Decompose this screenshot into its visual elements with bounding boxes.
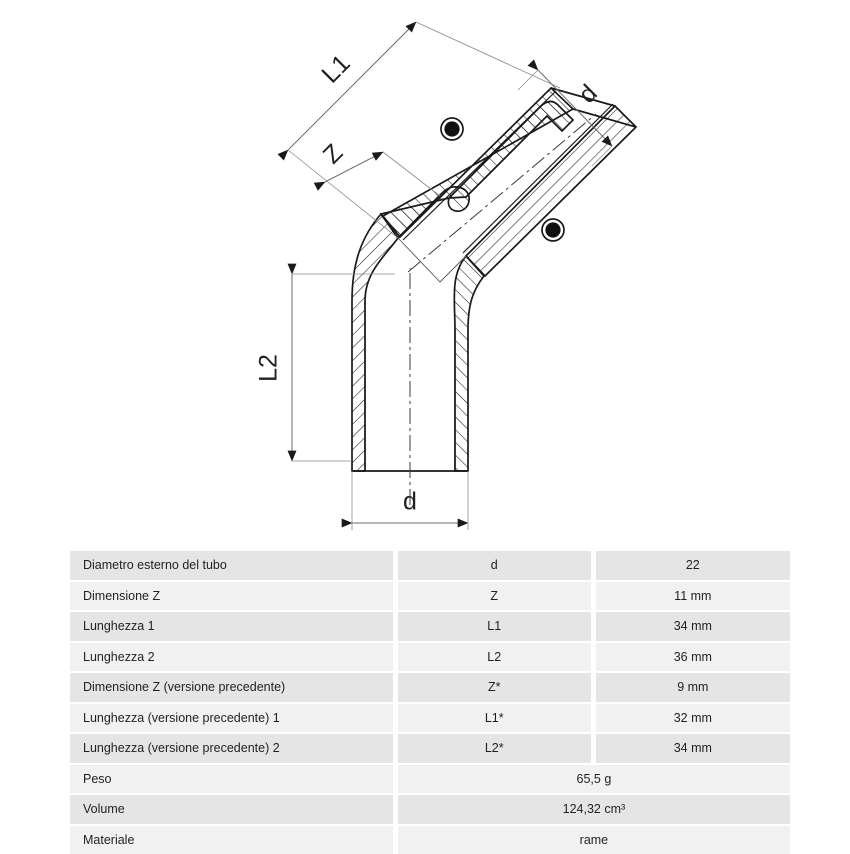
table-row: Dimensione Z (versione precedente)Z*9 mm xyxy=(70,673,790,702)
table-cell-label: Dimensione Z xyxy=(70,582,398,611)
dimension-d-bottom: d xyxy=(352,471,468,530)
table-cell-label: Lunghezza (versione precedente) 1 xyxy=(70,704,398,733)
technical-drawing: L1 Z d L2 xyxy=(0,0,850,540)
table-cell-label: Lunghezza (versione precedente) 2 xyxy=(70,734,398,763)
fitting-body xyxy=(352,88,636,471)
dimension-label-d-bottom: d xyxy=(403,488,417,516)
table-cell-label: Peso xyxy=(70,765,398,794)
table-cell-symbol: Z xyxy=(398,582,596,611)
lower-leg-right-wall xyxy=(454,256,484,471)
table-cell-value: 9 mm xyxy=(596,673,790,702)
table-cell-label: Volume xyxy=(70,795,398,824)
table-cell-symbol: Z* xyxy=(398,673,596,702)
dimension-label-L2: L2 xyxy=(255,354,283,382)
socket-lower-band xyxy=(466,106,636,276)
dimension-L2: L2 xyxy=(255,274,395,461)
table-cell-symbol: L1 xyxy=(398,612,596,641)
table-cell-symbol: L2* xyxy=(398,734,596,763)
table-cell-label: Lunghezza 1 xyxy=(70,612,398,641)
table-cell-label: Dimensione Z (versione precedente) xyxy=(70,673,398,702)
table-cell-value: 36 mm xyxy=(596,643,790,672)
table-cell-symbol: d xyxy=(398,551,596,580)
dimension-Z: Z xyxy=(318,139,440,196)
table-cell-value: 32 mm xyxy=(596,704,790,733)
table-cell-label: Lunghezza 2 xyxy=(70,643,398,672)
dimension-label-d-top: d xyxy=(573,79,603,109)
table-cell-value: 34 mm xyxy=(596,734,790,763)
table-cell-value: 65,5 g xyxy=(398,765,790,794)
table-cell-symbol: L2 xyxy=(398,643,596,672)
oring-upper xyxy=(444,121,459,136)
table-cell-value: 11 mm xyxy=(596,582,790,611)
table-cell-value: 34 mm xyxy=(596,612,790,641)
dimension-label-L1: L1 xyxy=(316,49,355,88)
table-cell-symbol: L1* xyxy=(398,704,596,733)
L1-dim-line xyxy=(288,22,416,150)
elbow-drawing-svg: L1 Z d L2 xyxy=(0,0,850,540)
oring-lower xyxy=(545,222,560,237)
lower-leg-left-wall xyxy=(352,214,398,471)
table-cell-value: 22 xyxy=(596,551,790,580)
table-cell-value: 124,32 cm³ xyxy=(398,795,790,824)
dimension-label-Z: Z xyxy=(318,139,349,170)
table-cell-label: Diametro esterno del tubo xyxy=(70,551,398,580)
